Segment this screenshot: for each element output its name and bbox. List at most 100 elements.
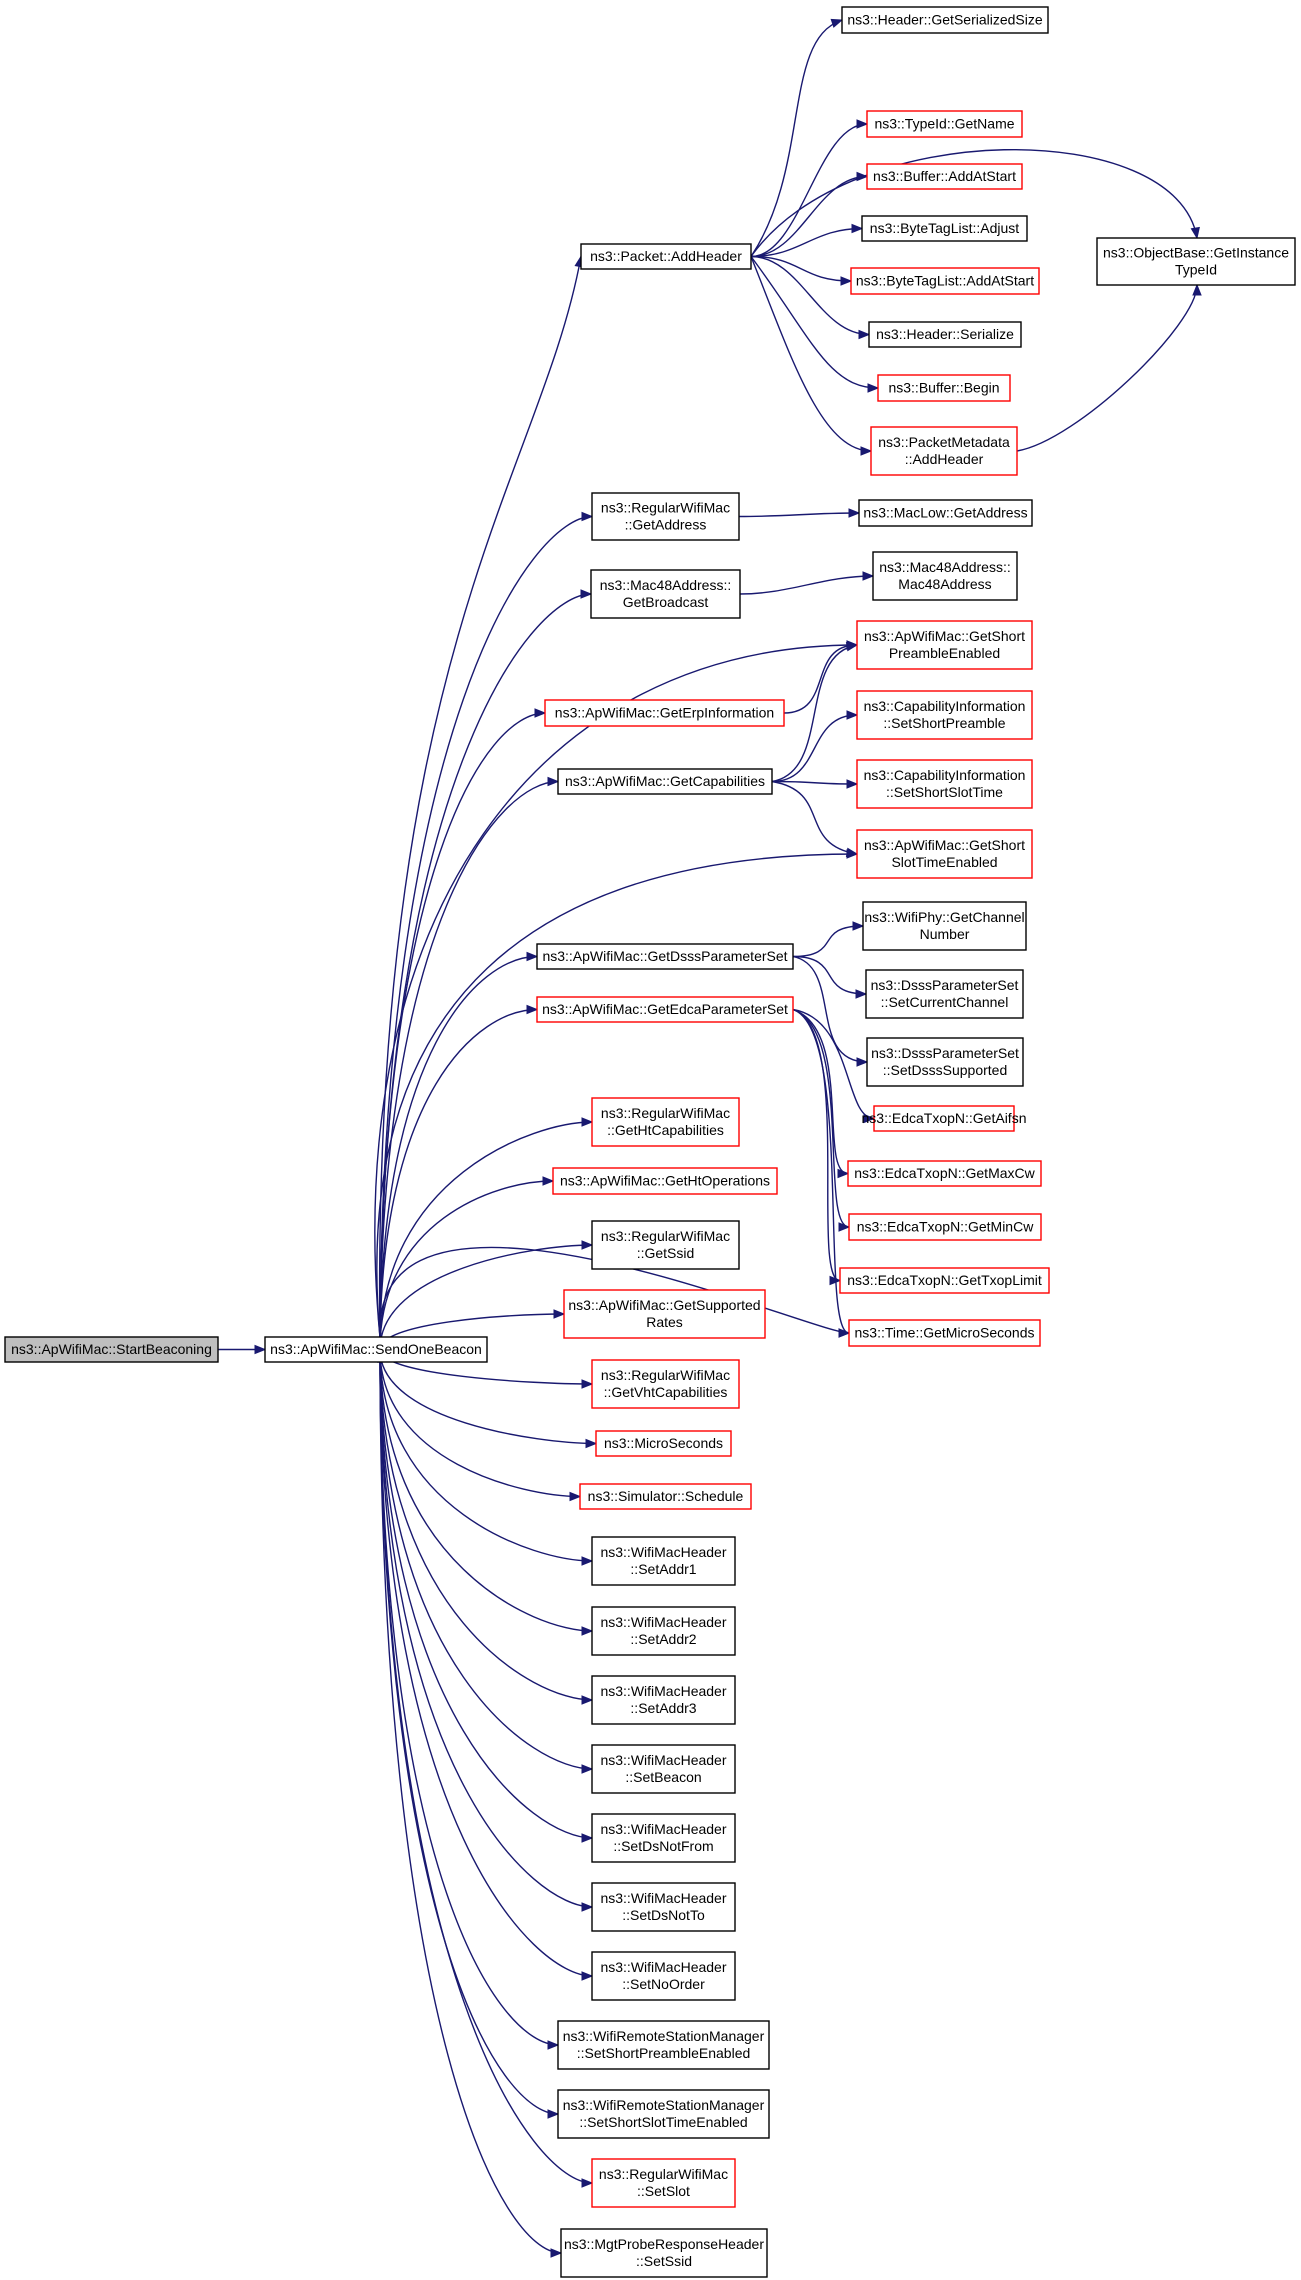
node-label-line: ns3::TypeId::GetName xyxy=(874,116,1014,132)
node-label-line: ns3::ApWifiMac::SendOneBeacon xyxy=(270,1341,482,1357)
node-edcatxopn-get-txop-limit[interactable]: ns3::EdcaTxopN::GetTxopLimit xyxy=(839,1267,1050,1294)
node-box xyxy=(839,1267,1050,1294)
arrowhead xyxy=(856,1057,869,1067)
node-wifimacheader-set-addr1[interactable]: ns3::WifiMacHeader::SetAddr1 xyxy=(591,1536,736,1586)
node-bytetaglist-adjust[interactable]: ns3::ByteTagList::Adjust xyxy=(861,215,1028,242)
node-mac48address-ctor[interactable]: ns3::Mac48Address::Mac48Address xyxy=(872,551,1018,601)
node-wifimacheader-set-addr2[interactable]: ns3::WifiMacHeader::SetAddr2 xyxy=(591,1606,736,1656)
arrowhead xyxy=(569,1491,582,1502)
node-edcatxopn-get-min-cw[interactable]: ns3::EdcaTxopN::GetMinCw xyxy=(848,1213,1042,1241)
node-packet-add-header[interactable]: ns3::Packet::AddHeader xyxy=(580,243,752,270)
node-label-line: ns3::Packet::AddHeader xyxy=(590,248,742,264)
node-get-ht-operations[interactable]: ns3::ApWifiMac::GetHtOperations xyxy=(552,1167,778,1195)
node-capinfo-set-short-preamble[interactable]: ns3::CapabilityInformation::SetShortPrea… xyxy=(856,690,1033,740)
arrowhead xyxy=(856,171,869,182)
edge-send-one-beacon-to-regularwifimac-get-address xyxy=(379,511,594,1350)
edge-send-one-beacon-to-wifimacheader-set-addr2 xyxy=(379,1349,594,1636)
node-time-get-micro-seconds[interactable]: ns3::Time::GetMicroSeconds xyxy=(848,1319,1041,1347)
edge-get-dsss-parameter-set-to-wifiphy-get-channel-number xyxy=(792,921,865,958)
edge-line xyxy=(750,227,863,258)
node-box xyxy=(557,2020,770,2070)
node-mgtproberesponseheader-set-ssid[interactable]: ns3::MgtProbeResponseHeader::SetSsid xyxy=(560,2228,768,2278)
node-bytetaglist-add-at-start[interactable]: ns3::ByteTagList::AddAtStart xyxy=(850,267,1040,295)
node-label-line: ns3::WifiMacHeader xyxy=(600,1614,726,1630)
arrowhead xyxy=(845,642,859,652)
edge-line xyxy=(379,1349,593,2184)
node-wrsm-set-short-slot-time-enabled[interactable]: ns3::WifiRemoteStationManager::SetShortS… xyxy=(557,2089,770,2139)
node-buffer-add-at-start[interactable]: ns3::Buffer::AddAtStart xyxy=(866,163,1023,190)
node-regularwifimac-get-vht-capabilities[interactable]: ns3::RegularWifiMac::GetVhtCapabilities xyxy=(591,1359,740,1409)
node-regularwifimac-get-ht-capabilities[interactable]: ns3::RegularWifiMac::GetHtCapabilities xyxy=(591,1097,740,1147)
node-maclow-get-address[interactable]: ns3::MacLow::GetAddress xyxy=(858,499,1033,527)
edge-packet-add-header-to-get-serialized-size xyxy=(750,18,844,257)
node-wifimacheader-set-ds-not-from[interactable]: ns3::WifiMacHeader::SetDsNotFrom xyxy=(591,1813,736,1863)
node-label-line: ns3::PacketMetadata xyxy=(878,434,1010,450)
node-label-line: ns3::WifiMacHeader xyxy=(600,1821,726,1837)
node-typeid-get-name[interactable]: ns3::TypeId::GetName xyxy=(866,110,1023,138)
node-dsss-set-current-channel[interactable]: ns3::DsssParameterSet::SetCurrentChannel xyxy=(865,969,1024,1019)
node-regularwifimac-get-ssid[interactable]: ns3::RegularWifiMac::GetSsid xyxy=(591,1220,740,1270)
edge-get-erp-information-to-get-short-preamble-enabled xyxy=(783,640,859,714)
node-get-dsss-parameter-set[interactable]: ns3::ApWifiMac::GetDsssParameterSet xyxy=(536,943,794,970)
edge-line xyxy=(792,1008,850,1334)
node-wifimacheader-set-beacon[interactable]: ns3::WifiMacHeader::SetBeacon xyxy=(591,1744,736,1794)
node-wifimacheader-set-no-order[interactable]: ns3::WifiMacHeader::SetNoOrder xyxy=(591,1951,736,2001)
edge-packet-add-header-to-bytetaglist-adjust xyxy=(750,223,864,258)
node-header-serialize[interactable]: ns3::Header::Serialize xyxy=(868,321,1022,348)
node-send-one-beacon[interactable]: ns3::ApWifiMac::SendOneBeacon xyxy=(264,1336,488,1363)
edge-packet-add-header-to-buffer-begin xyxy=(750,256,880,393)
node-buffer-begin[interactable]: ns3::Buffer::Begin xyxy=(877,374,1011,402)
node-edcatxopn-get-max-cw[interactable]: ns3::EdcaTxopN::GetMaxCw xyxy=(847,1160,1042,1187)
arrowhead xyxy=(846,710,859,720)
node-start-beaconing[interactable]: ns3::ApWifiMac::StartBeaconing xyxy=(4,1336,219,1363)
edge-line xyxy=(379,1349,581,1498)
node-dsss-set-dsss-supported[interactable]: ns3::DsssParameterSet::SetDsssSupported xyxy=(866,1037,1024,1087)
node-box xyxy=(591,1675,736,1725)
node-capinfo-set-short-slot-time[interactable]: ns3::CapabilityInformation::SetShortSlot… xyxy=(856,759,1033,809)
node-regularwifimac-set-slot[interactable]: ns3::RegularWifiMac::SetSlot xyxy=(591,2158,736,2208)
node-box xyxy=(1096,237,1296,286)
edge-send-one-beacon-to-wifimacheader-set-addr3 xyxy=(379,1349,594,1705)
node-box xyxy=(591,1536,736,1586)
arrowhead xyxy=(581,1626,594,1636)
node-get-capabilities[interactable]: ns3::ApWifiMac::GetCapabilities xyxy=(557,768,773,795)
arrowhead xyxy=(581,1379,594,1389)
node-label-line: ns3::EdcaTxopN::GetAifsn xyxy=(862,1110,1027,1126)
node-edcatxopn-get-aifsn[interactable]: ns3::EdcaTxopN::GetAifsn xyxy=(862,1105,1027,1132)
node-label-line: ns3::Simulator::Schedule xyxy=(588,1488,744,1504)
arrowhead xyxy=(837,1168,850,1179)
node-label-line: ns3::RegularWifiMac xyxy=(599,2166,728,2182)
edge-line xyxy=(379,515,593,1350)
node-box xyxy=(560,2228,768,2278)
node-wrsm-set-short-preamble-enabled[interactable]: ns3::WifiRemoteStationManager::SetShortP… xyxy=(557,2020,770,2070)
node-label-line: ::SetShortSlotTime xyxy=(886,784,1003,800)
node-label-line: ns3::ApWifiMac::GetShort xyxy=(864,628,1025,644)
node-wifimacheader-set-addr3[interactable]: ns3::WifiMacHeader::SetAddr3 xyxy=(591,1675,736,1725)
edge-line xyxy=(792,955,867,995)
arrowhead xyxy=(581,1695,594,1705)
node-micro-seconds[interactable]: ns3::MicroSeconds xyxy=(595,1430,732,1457)
node-get-edca-parameter-set[interactable]: ns3::ApWifiMac::GetEdcaParameterSet xyxy=(536,996,794,1023)
arrowhead xyxy=(581,511,594,522)
arrowhead xyxy=(547,776,560,787)
arrowhead xyxy=(862,571,875,581)
node-mac48address-get-broadcast[interactable]: ns3::Mac48Address::GetBroadcast xyxy=(590,569,741,619)
node-regularwifimac-get-address[interactable]: ns3::RegularWifiMac::GetAddress xyxy=(591,492,740,541)
node-get-erp-information[interactable]: ns3::ApWifiMac::GetErpInformation xyxy=(544,699,785,727)
node-wifimacheader-set-ds-not-to[interactable]: ns3::WifiMacHeader::SetDsNotTo xyxy=(591,1882,736,1932)
edge-line xyxy=(1016,284,1198,452)
arrowhead xyxy=(550,2248,563,2258)
edge-line xyxy=(750,256,872,452)
node-get-serialized-size[interactable]: ns3::Header::GetSerializedSize xyxy=(841,6,1049,34)
node-box xyxy=(856,759,1033,809)
node-label-line: PreambleEnabled xyxy=(889,645,1000,661)
node-box xyxy=(591,1744,736,1794)
node-simulator-schedule[interactable]: ns3::Simulator::Schedule xyxy=(579,1483,752,1510)
node-packetmetadata-add-header[interactable]: ns3::PacketMetadata::AddHeader xyxy=(870,426,1018,476)
edge-line xyxy=(792,1008,850,1228)
